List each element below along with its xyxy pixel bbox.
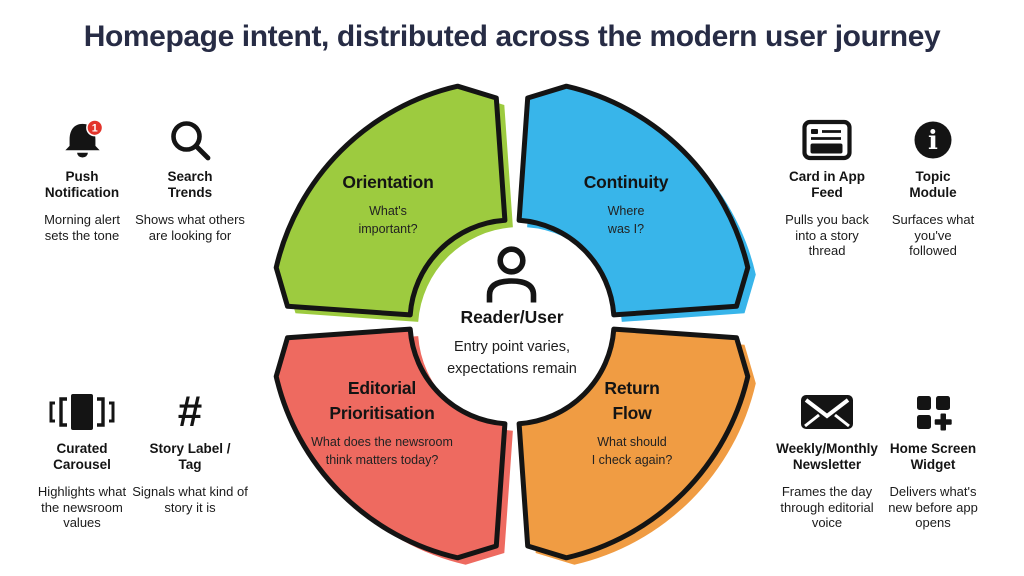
quadrant-shapes [273,83,751,561]
quadrant-question: What does the newsroom think matters tod… [311,435,453,467]
quadrant-title: Editorial Prioritisation [329,378,435,423]
touchpoint-description: Highlights what the newsroom values [37,484,127,530]
touchpoint-curated-carousel: Curated Carousel Highlights what the new… [22,386,142,531]
quadrant-editorial-shape [273,326,508,561]
touchpoint-title: Search Trends [167,169,213,200]
quadrant-continuity-shape [516,83,751,318]
widget-icon [871,386,995,438]
touchpoint-description: Surfaces what you've followed [891,212,975,258]
bell-icon: 1 [22,114,142,166]
quadrant-label-editorial-prioritisation: Editorial Prioritisation What does the n… [272,376,492,469]
touchpoint-title: Story Label / Tag [149,441,231,472]
carousel-icon [22,386,142,438]
touchpoint-description: Frames the day through editorial voice [780,484,874,530]
touchpoint-card-in-app-feed: Card in App Feed Pulls you back into a s… [762,114,892,259]
hashtag-icon: # [124,386,256,438]
search-icon [124,114,256,166]
quadrant-label-continuity: Continuity Where was I? [516,170,736,238]
touchpoint-description: Shows what others are looking for [135,212,245,243]
quadrant-question: What's important? [358,204,418,236]
hash-glyph: # [178,389,202,435]
quadrant-orientation-shape [273,83,508,318]
touchpoint-title: Card in App Feed [789,169,865,200]
touchpoint-title: Weekly/Monthly Newsletter [776,441,878,472]
quadrant-question: Where was I? [607,204,645,236]
touchpoint-story-label-tag: # Story Label / Tag Signals what kind of… [124,386,256,515]
page-title: Homepage intent, distributed across the … [83,20,941,53]
quadrant-title: Return Flow [604,378,660,423]
touchpoint-description: Signals what kind of story it is [132,484,248,515]
quadrant-question: What should I check again? [591,435,673,467]
badge-count: 1 [91,122,97,134]
touchpoint-push-notification: 1 Push Notification Morning alert sets t… [22,114,142,243]
touchpoint-title: Push Notification [44,169,120,200]
info-glyph: i [928,126,938,156]
quadrant-title: Continuity [583,172,669,192]
quadrant-title: Orientation [342,172,434,192]
card-feed-icon [762,114,892,166]
touchpoint-newsletter: Weekly/Monthly Newsletter Frames the day… [762,386,892,531]
person-icon [486,246,537,303]
info-icon: i [871,114,995,166]
quadrant-label-orientation: Orientation What's important? [278,170,498,238]
center-title: Reader/User [460,307,564,327]
quadrant-label-return-flow: Return Flow What should I check again? [522,376,742,469]
touchpoint-home-screen-widget: Home Screen Widget Delivers what's new b… [871,386,995,531]
notification-badge [85,118,103,136]
center-hub-label: Reader/User Entry point varies, expectat… [402,306,622,380]
touchpoint-description: Pulls you back into a story thread [785,212,869,258]
touchpoint-topic-module: i Topic Module Surfaces what you've foll… [871,114,995,259]
touchpoint-description: Delivers what's new before app opens [888,484,978,530]
center-subtitle: Entry point varies, expectations remain [447,339,577,377]
touchpoint-search-trends: Search Trends Shows what others are look… [124,114,256,243]
touchpoint-description: Morning alert sets the tone [44,212,120,243]
touchpoint-title: Home Screen Widget [889,441,977,472]
envelope-icon [762,386,892,438]
quadrant-return-shape [516,326,751,561]
touchpoint-title: Topic Module [909,169,957,200]
touchpoint-title: Curated Carousel [53,441,111,472]
